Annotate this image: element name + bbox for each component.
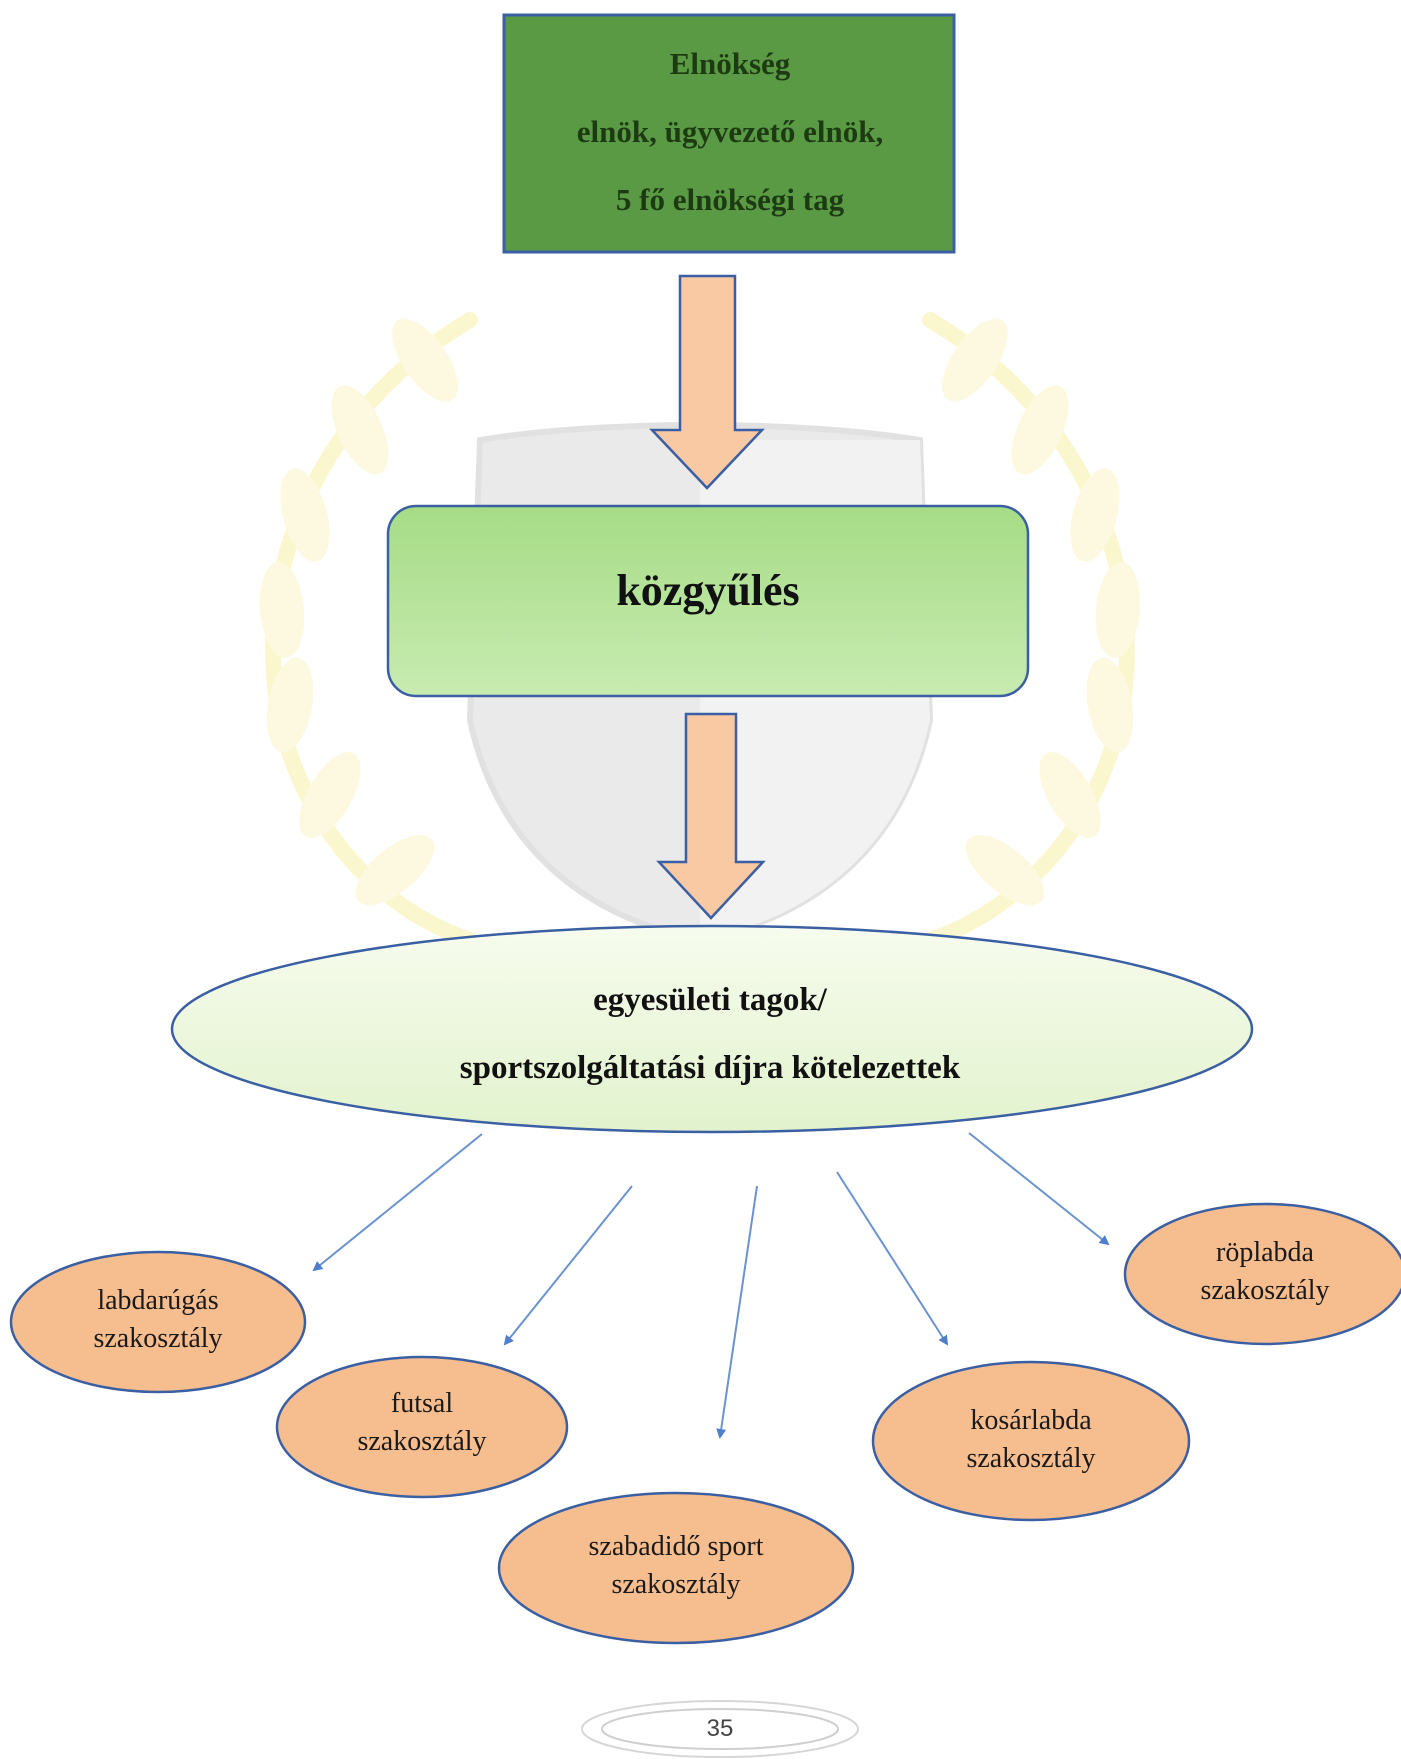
department-ellipse xyxy=(275,1355,569,1499)
department-line-1: röplabda xyxy=(1216,1237,1314,1268)
connector-arrow xyxy=(716,1185,758,1439)
down-arrow xyxy=(656,712,766,920)
down-arrow xyxy=(649,274,765,490)
presidency-line-3: 5 fő elnökségi tag xyxy=(615,182,845,217)
department-football: labdarúgás szakosztály xyxy=(38,1282,278,1358)
department-ellipse xyxy=(871,1360,1191,1522)
members-line-2: sportszolgáltatási díjra kötelezettek xyxy=(459,1050,961,1086)
connector-lines xyxy=(312,1132,1110,1439)
members-line-1: egyesületi tagok/ xyxy=(593,982,827,1018)
department-line-2: szakosztály xyxy=(966,1443,1096,1474)
department-futsal: futsal szakosztály xyxy=(302,1385,542,1461)
page-number-frame xyxy=(581,1700,859,1758)
department-basketball: kosárlabda szakosztály xyxy=(901,1402,1161,1478)
department-volleyball: röplabda szakosztály xyxy=(1145,1234,1385,1310)
connector-arrow xyxy=(312,1133,483,1272)
presidency-text: Elnökség elnök, ügyvezető elnök, 5 fő el… xyxy=(505,30,955,234)
presidency-title: Elnökség xyxy=(669,46,791,81)
connector-arrow xyxy=(836,1171,949,1346)
department-line-1: kosárlabda xyxy=(970,1405,1092,1436)
presidency-line-2: elnök, ügyvezető elnök, xyxy=(576,114,884,149)
department-line-1: szabadidő sport xyxy=(588,1531,764,1562)
page-number: 35 xyxy=(706,1715,734,1742)
department-line-2: szakosztály xyxy=(93,1323,223,1354)
assembly-box xyxy=(386,504,1030,698)
department-leisure-sport: szabadidő sport szakosztály xyxy=(536,1528,816,1604)
assembly-label: közgyűlés xyxy=(616,566,800,615)
department-line-1: labdarúgás xyxy=(97,1285,219,1316)
page-number-frame-inner xyxy=(601,1708,839,1750)
members-text: egyesületi tagok/ sportszolgáltatási díj… xyxy=(190,966,1230,1102)
department-line-2: szakosztály xyxy=(357,1426,487,1457)
presidency-box xyxy=(502,13,956,254)
department-ellipse xyxy=(9,1250,307,1394)
department-line-1: futsal xyxy=(390,1388,454,1419)
connector-arrow xyxy=(968,1132,1110,1246)
department-ellipse xyxy=(497,1491,855,1645)
members-ellipse xyxy=(170,924,1254,1134)
department-ellipse xyxy=(1123,1202,1401,1346)
department-line-2: szakosztály xyxy=(1200,1275,1330,1306)
connector-arrow xyxy=(503,1185,633,1346)
department-line-2: szakosztály xyxy=(611,1569,741,1600)
